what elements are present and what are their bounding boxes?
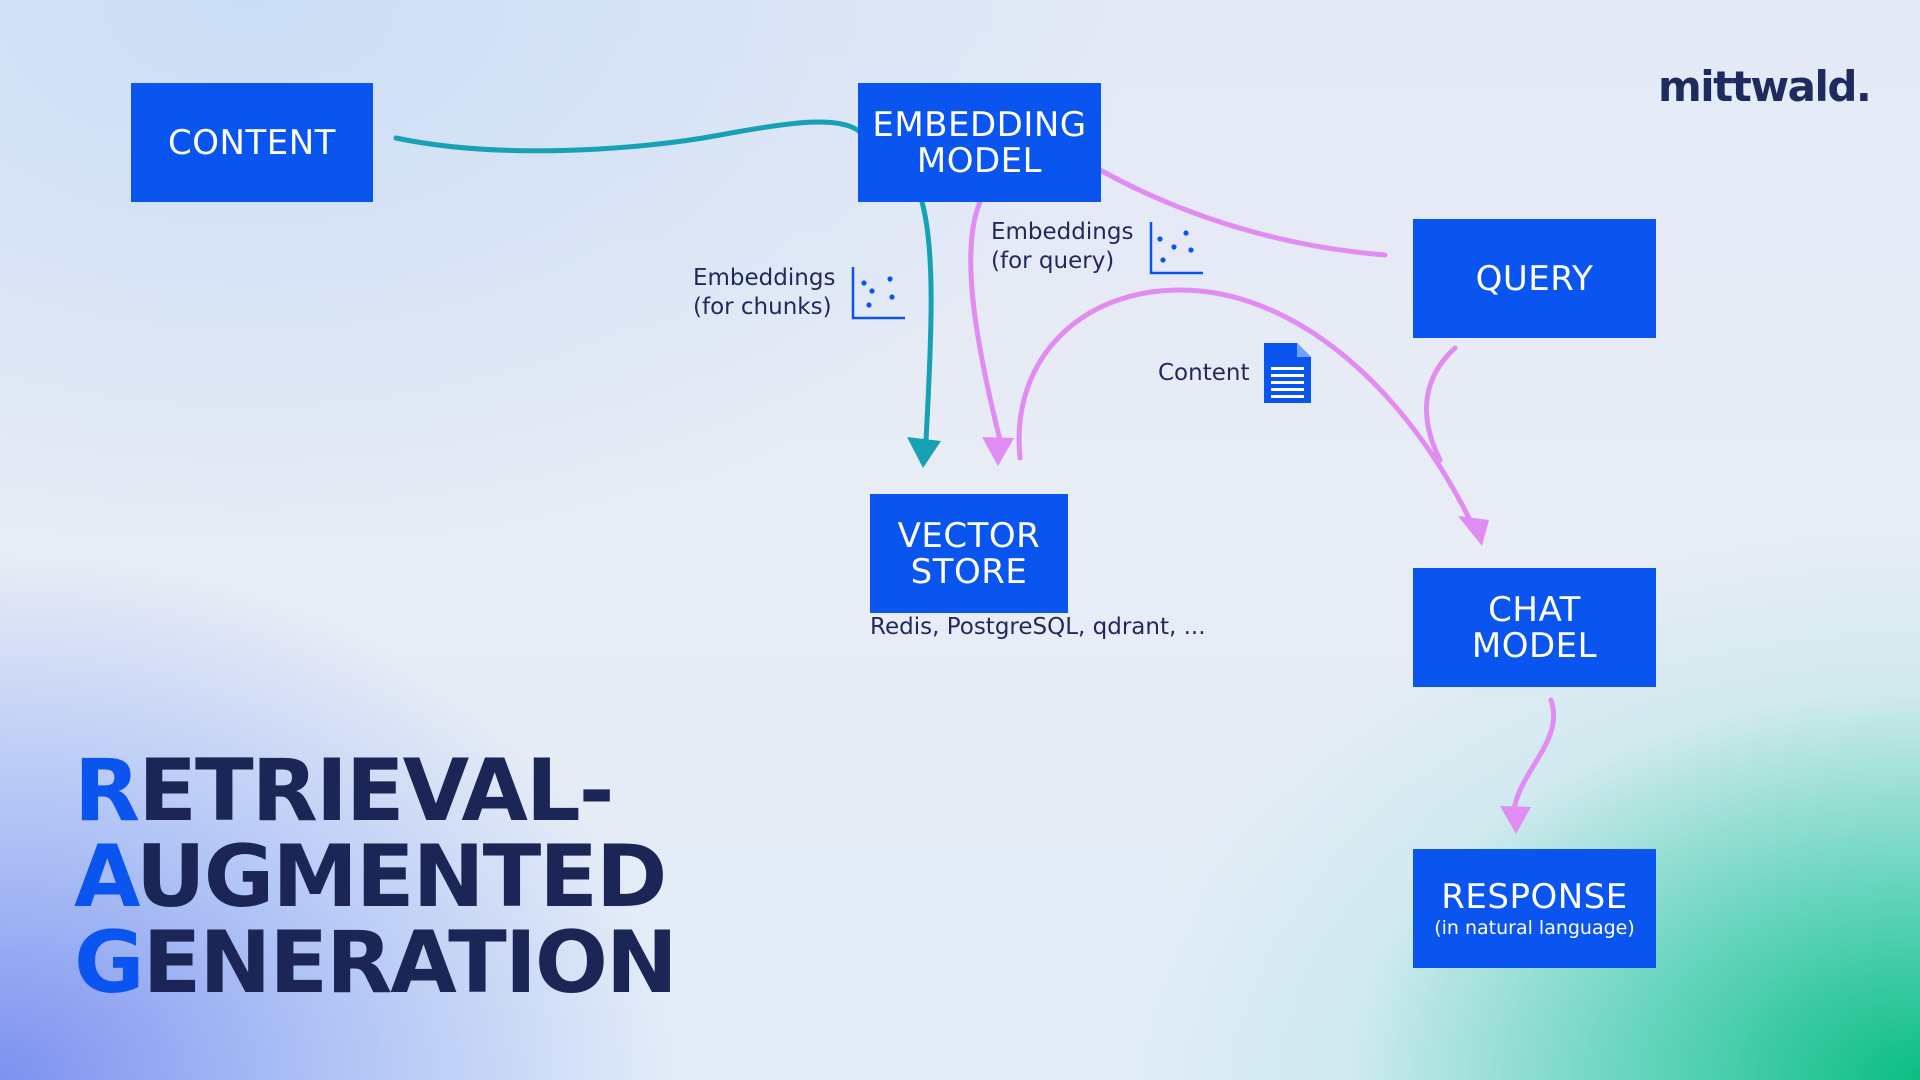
- vector-store-line1: VECTOR: [897, 515, 1041, 556]
- arrowhead-pink-chat: [1458, 516, 1489, 546]
- arrowhead-teal: [907, 437, 941, 468]
- chat-model-box: CHAT MODEL: [1413, 568, 1656, 687]
- content-box-label: CONTENT: [168, 122, 336, 163]
- embeddings-chunks-label: Embeddings (for chunks): [693, 264, 835, 322]
- query-box: QUERY: [1413, 219, 1656, 338]
- arrow-vectorstore-to-chat: [1016, 287, 1473, 523]
- title-rest-generation: ENERATION: [142, 913, 678, 1013]
- response-box: RESPONSE (in natural language): [1413, 849, 1656, 968]
- embeddings-chunks-line1: Embeddings: [693, 265, 836, 291]
- title-row-retrieval: RETRIEVAL-: [74, 748, 676, 834]
- content-box: CONTENT: [131, 83, 373, 202]
- arrow-embedding-to-vectorstore: [919, 199, 934, 443]
- chat-model-line1: CHAT: [1488, 589, 1581, 630]
- rag-title: RETRIEVAL- AUGMENTED GENERATION: [74, 748, 678, 1006]
- embeddings-query-line2: (for query): [991, 248, 1115, 274]
- title-initial-g: G: [74, 913, 145, 1013]
- title-initial-r: R: [74, 741, 140, 841]
- embeddings-query-line1: Embeddings: [991, 219, 1134, 245]
- vector-store-line2: STORE: [910, 551, 1028, 592]
- chat-model-line2: MODEL: [1471, 625, 1598, 666]
- title-initial-a: A: [74, 827, 138, 927]
- embedding-model-line1: EMBEDDING: [872, 104, 1087, 145]
- query-box-label: QUERY: [1475, 258, 1594, 299]
- scatter-plot-icon: [851, 267, 905, 320]
- embeddings-chunks-line2: (for chunks): [693, 294, 832, 320]
- response-box-label: RESPONSE: [1441, 876, 1628, 917]
- title-row-generation: GENERATION: [74, 920, 678, 1006]
- arrow-embedding-to-vectorstore-pink: [968, 199, 1003, 443]
- mittwald-logo: mittwald.: [1658, 62, 1872, 111]
- scatter-plot-icon: [1149, 222, 1203, 275]
- arrowhead-pink-response: [1500, 806, 1531, 834]
- embedding-model-box: EMBEDDING MODEL: [858, 83, 1101, 202]
- title-rest-augmented: UGMENTED: [135, 827, 668, 927]
- title-rest-retrieval: ETRIEVAL-: [138, 741, 614, 841]
- content-flow-label: Content: [1158, 360, 1250, 386]
- title-row-augmented: AUGMENTED: [74, 834, 676, 920]
- embeddings-query-label: Embeddings (for query): [991, 218, 1133, 276]
- arrow-content-to-embedding: [393, 119, 863, 154]
- vector-store-examples: Redis, PostgreSQL, qdrant, ...: [870, 614, 1206, 640]
- response-box-sublabel: (in natural language): [1434, 916, 1635, 939]
- arrow-query-to-embedding: [1097, 167, 1388, 258]
- embedding-model-line2: MODEL: [916, 140, 1043, 181]
- arrow-chat-to-response: [1511, 697, 1557, 813]
- arrow-query-to-chat: [1424, 345, 1458, 463]
- arrowhead-pink-vectorstore: [982, 437, 1014, 466]
- document-icon: [1264, 343, 1311, 403]
- vector-store-box: VECTOR STORE: [870, 494, 1068, 613]
